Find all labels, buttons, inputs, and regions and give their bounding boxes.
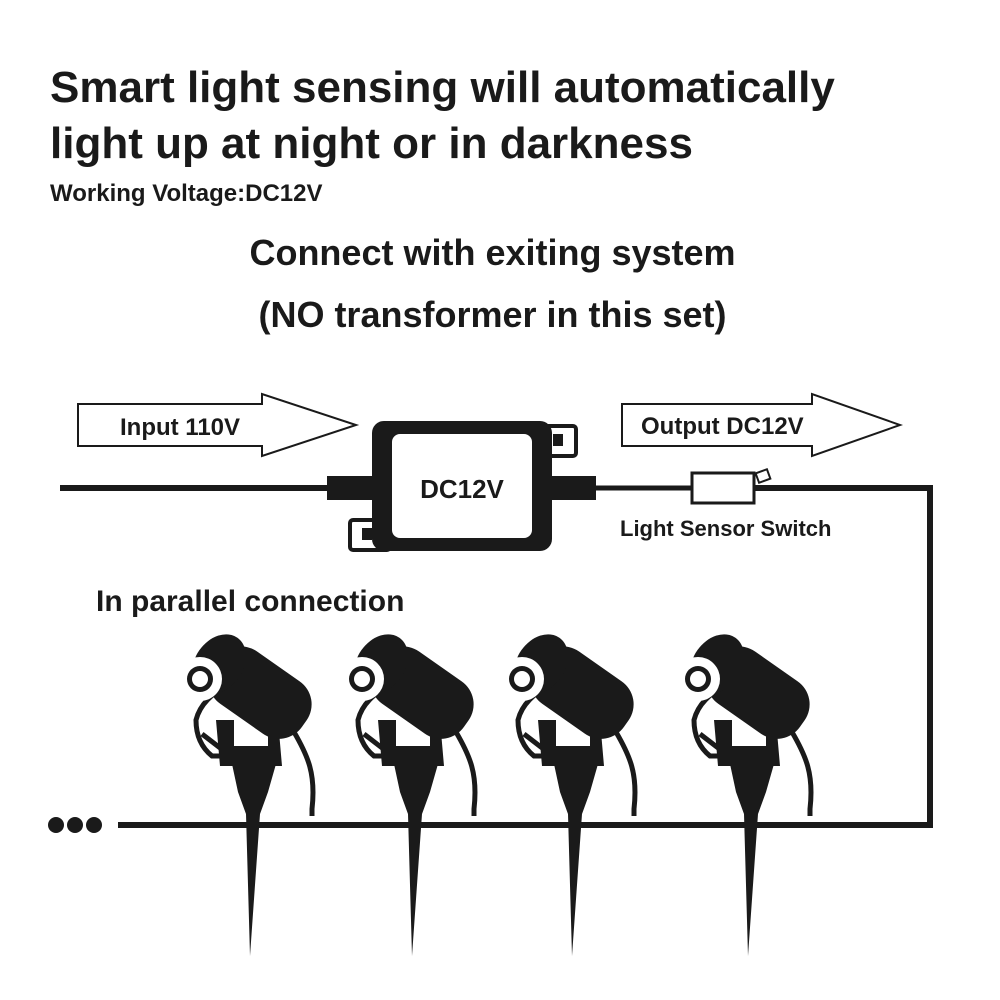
spotlight-3 [500, 624, 645, 956]
input-label: Input 110V [120, 414, 240, 441]
parallel-label: In parallel connection [96, 585, 404, 618]
light-sensor-switch [690, 467, 772, 505]
output-label: Output DC12V [641, 413, 804, 440]
transformer-label: DC12V [420, 474, 504, 504]
sensor-label: Light Sensor Switch [620, 516, 831, 541]
spotlight-1 [178, 624, 323, 956]
spotlight-2 [340, 624, 485, 956]
input-arrow: Input 110V [77, 392, 360, 458]
continuation-dots [48, 817, 102, 833]
working-voltage: Working Voltage:DC12V [50, 180, 323, 207]
output-arrow: Output DC12V [621, 392, 904, 458]
spotlights [178, 624, 821, 956]
headline-line-1: Smart light sensing will automatically [50, 63, 835, 112]
no-transformer-note: (NO transformer in this set) [258, 294, 727, 335]
spotlight-4 [676, 624, 821, 956]
transformer-box: DC12V [327, 421, 596, 552]
return-cable [118, 485, 933, 828]
headline-line-2: light up at night or in darkness [50, 119, 693, 168]
connect-title: Connect with exiting system [249, 232, 736, 273]
